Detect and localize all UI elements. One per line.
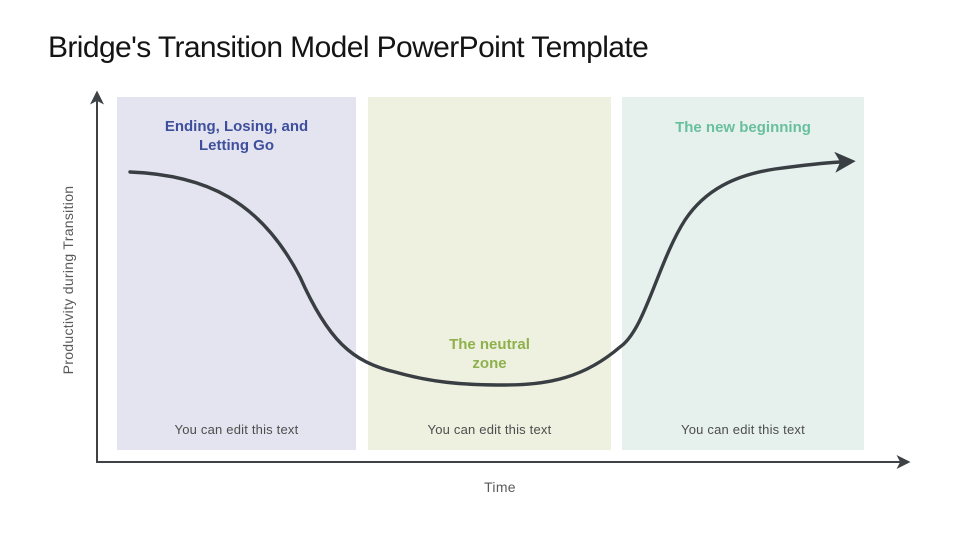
panel-new-beginning[interactable]: The new beginning You can edit this text: [622, 97, 864, 450]
edit-text-placeholder[interactable]: You can edit this text: [427, 422, 552, 437]
edit-text-placeholder[interactable]: You can edit this text: [174, 422, 299, 437]
y-axis-label: Productivity during Transition: [60, 185, 76, 375]
panel-neutral-zone[interactable]: The neutral zone You can edit this text: [368, 97, 611, 450]
slide-title: Bridge's Transition Model PowerPoint Tem…: [48, 31, 649, 64]
panel-heading-neutral-zone: The neutral zone: [449, 336, 530, 372]
panel-heading-new-beginning: The new beginning: [675, 119, 811, 136]
x-axis-label: Time: [484, 479, 516, 495]
transition-curve: [128, 151, 856, 387]
panel-ending-losing-letting-go[interactable]: Ending, Losing, and Letting Go You can e…: [117, 97, 356, 450]
panel-heading-ending: Ending, Losing, and Letting Go: [164, 118, 309, 154]
edit-text-placeholder[interactable]: You can edit this text: [681, 422, 805, 437]
